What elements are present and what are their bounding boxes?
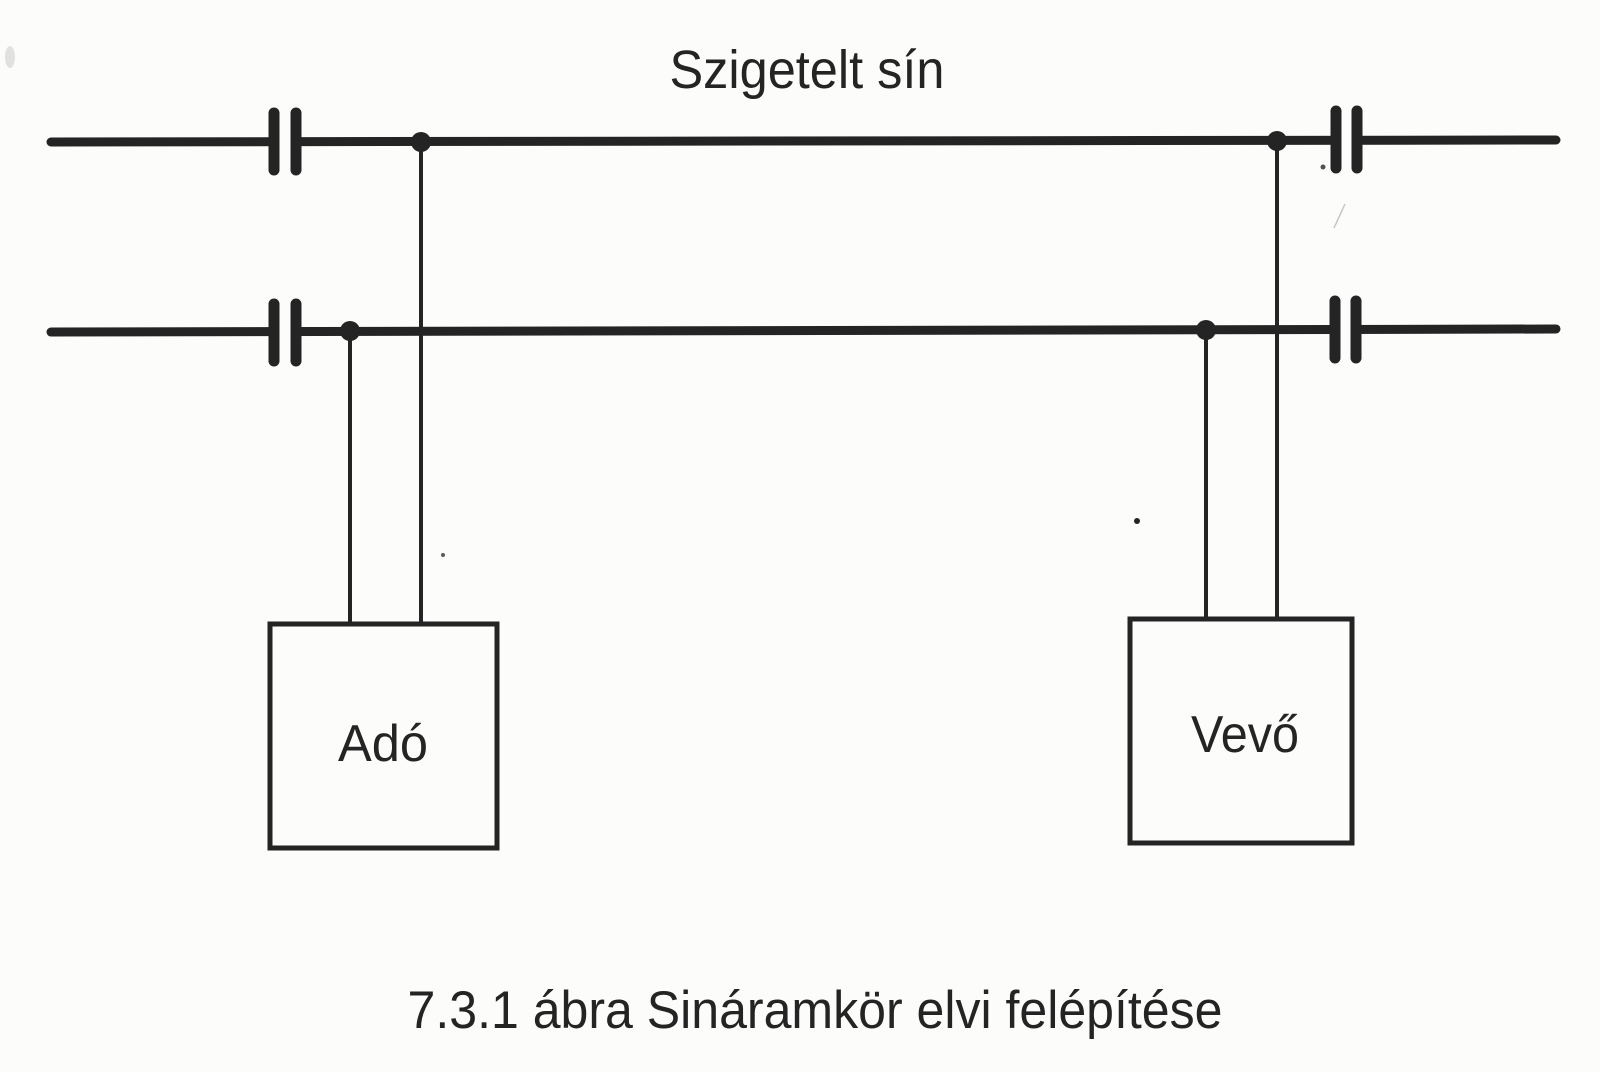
component-boxes (267, 616, 1355, 851)
junction-dot-icon (1267, 131, 1287, 151)
insulated-joint-icon (268, 298, 302, 367)
scan-speck (441, 553, 445, 557)
joint-gap (279, 323, 291, 340)
scan-speck (1134, 518, 1140, 524)
junction-dot-icon (411, 132, 431, 152)
scan-artifacts (5, 46, 1346, 557)
receiver-label: Vevő (1191, 706, 1299, 764)
rails (46, 135, 1561, 337)
junction-dot-icon (1196, 320, 1216, 340)
joint-gap (279, 133, 291, 150)
joint-gap (1340, 321, 1352, 338)
junction-dot-icon (340, 321, 360, 341)
insulated-joints (268, 105, 1363, 367)
top-rail (46, 135, 1561, 147)
transmitter-box (267, 621, 500, 851)
insulated-joint-icon (1329, 295, 1362, 364)
insulated-joint-icon (1330, 105, 1363, 174)
scan-speck (1320, 164, 1326, 170)
connection-wires (348, 142, 1279, 624)
transmitter-label: Adó (338, 715, 428, 773)
scan-scratch (1333, 203, 1346, 229)
joint-gap (1341, 132, 1353, 149)
labels: Szigetelt sín Adó Vevő 7.3.1 ábra Sinára… (338, 40, 1299, 1040)
figure-title: Szigetelt sín (670, 40, 945, 100)
receiver-box (1127, 616, 1355, 846)
insulated-joint-icon (268, 107, 302, 176)
insulated-joint-gaps (279, 132, 1353, 340)
bottom-rail (46, 324, 1561, 337)
junction-dots (340, 131, 1287, 341)
figure-caption: 7.3.1 ábra Sináramkör elvi felépítése (408, 981, 1223, 1040)
scan-smudge (5, 46, 15, 68)
